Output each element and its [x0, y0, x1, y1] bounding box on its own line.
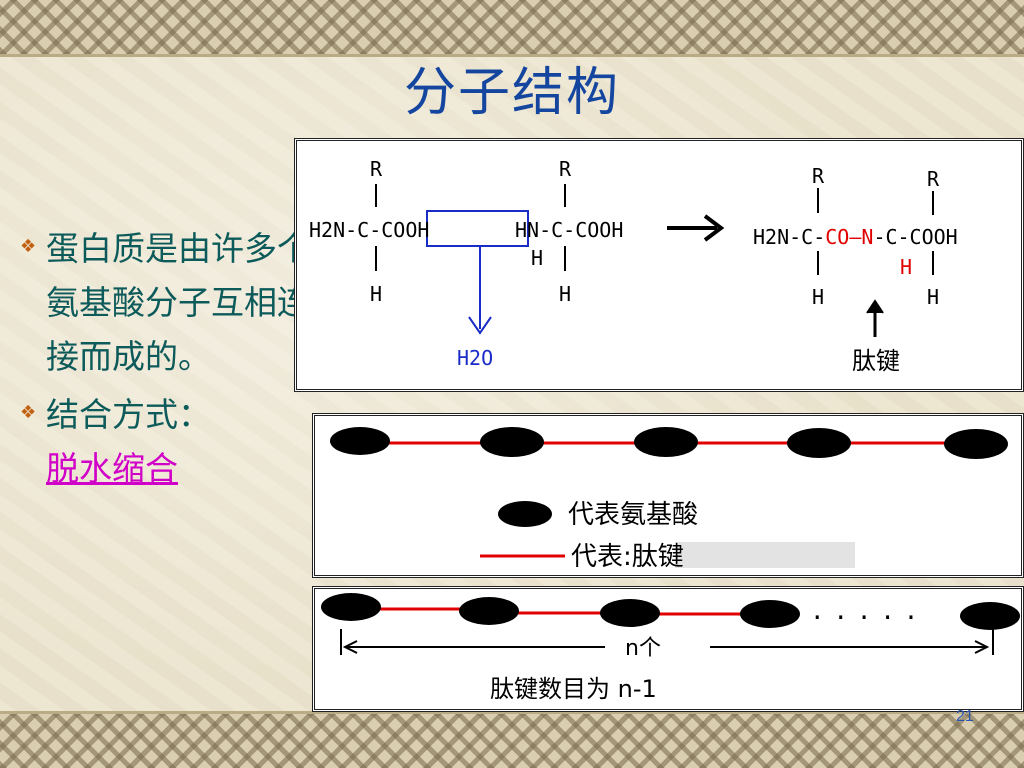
- r-group-label: R: [812, 164, 825, 188]
- amino-acid-node: [600, 599, 660, 627]
- amine-group: N: [861, 225, 873, 249]
- r-group-label: R: [927, 167, 940, 191]
- chain-panel: ..... n个 肽键数目为 n-1: [312, 586, 1024, 712]
- peptide-bond-label: 肽键: [852, 347, 900, 375]
- amino-acid-node: [459, 597, 519, 625]
- amino-acid-node: [960, 602, 1020, 630]
- diamond-bullet-icon: ❖: [20, 236, 37, 257]
- bullet-text: 结合方式： 脱水缩合: [46, 388, 211, 496]
- bond-count-label: 肽键数目为 n-1: [490, 675, 657, 703]
- decorative-border-bottom: [0, 711, 1024, 768]
- hydrogen-label: H: [927, 285, 939, 309]
- amino-acid-node: [740, 600, 800, 628]
- r-group-label: R: [370, 157, 383, 181]
- formula-right: -C-COOH: [873, 225, 957, 249]
- hydrogen-label: H: [812, 285, 824, 309]
- highlight-box: [675, 542, 855, 568]
- reaction-diagram: R H2N-C-COOH H R HN-C-COOH H H H2O R R H…: [309, 157, 958, 375]
- legend-diagram: 代表氨基酸 代表:肽键: [330, 427, 1008, 572]
- amino-acid-node: [330, 427, 390, 455]
- peptide-bond-legend-label: 代表:肽键: [571, 542, 684, 572]
- hydrogen-label: H: [559, 282, 571, 306]
- hydrogen-label: H: [531, 246, 543, 270]
- amino-acid-node: [944, 429, 1008, 459]
- slide-title: 分子结构: [403, 63, 620, 123]
- chain-ellipsis: .....: [810, 597, 927, 625]
- reaction-diagram-panel: R H2N-C-COOH H R HN-C-COOH H H H2O R R H…: [294, 138, 1024, 392]
- amino-acid-legend-label: 代表氨基酸: [568, 500, 698, 530]
- bullet-item: ❖ 蛋白质是由许多个氨基酸分子互相连接而成的。: [20, 222, 310, 384]
- amino-acid-node: [787, 428, 851, 458]
- amino-acid-formula: HN-C-COOH: [515, 218, 623, 242]
- legend-panel: 代表氨基酸 代表:肽键: [312, 413, 1024, 578]
- amino-acid-formula: H2N-C-COOH: [309, 218, 429, 242]
- hydrogen-label: H: [900, 255, 912, 279]
- formula-left: H2N-C-: [753, 225, 825, 249]
- peptide-bond-line: —: [849, 225, 862, 249]
- dipeptide-formula: H2N-C-CO—N-C-COOH: [753, 225, 958, 249]
- bullet-item: ❖ 结合方式： 脱水缩合: [20, 388, 310, 496]
- water-label: H2O: [457, 346, 493, 370]
- r-group-label: R: [559, 157, 572, 181]
- chain-diagram: ..... n个 肽键数目为 n-1: [321, 593, 1020, 703]
- bullet-text: 蛋白质是由许多个氨基酸分子互相连接而成的。: [46, 229, 310, 376]
- amino-acid-legend-icon: [498, 501, 552, 527]
- dehydration-condensation-link[interactable]: 脱水缩合: [46, 449, 178, 488]
- carbonyl-group: CO: [825, 225, 849, 249]
- chain-length-label: n个: [625, 636, 661, 661]
- amino-acid-node: [321, 593, 381, 621]
- decorative-border-top: [0, 0, 1024, 57]
- page-number: 21: [956, 708, 974, 725]
- diamond-bullet-icon: ❖: [20, 402, 37, 423]
- hydrogen-label: H: [370, 282, 382, 306]
- bullet-label: 结合方式：: [46, 395, 211, 434]
- amino-acid-node: [480, 427, 544, 457]
- bullet-list: ❖ 蛋白质是由许多个氨基酸分子互相连接而成的。 ❖ 结合方式： 脱水缩合: [20, 222, 310, 500]
- amino-acid-node: [634, 427, 698, 457]
